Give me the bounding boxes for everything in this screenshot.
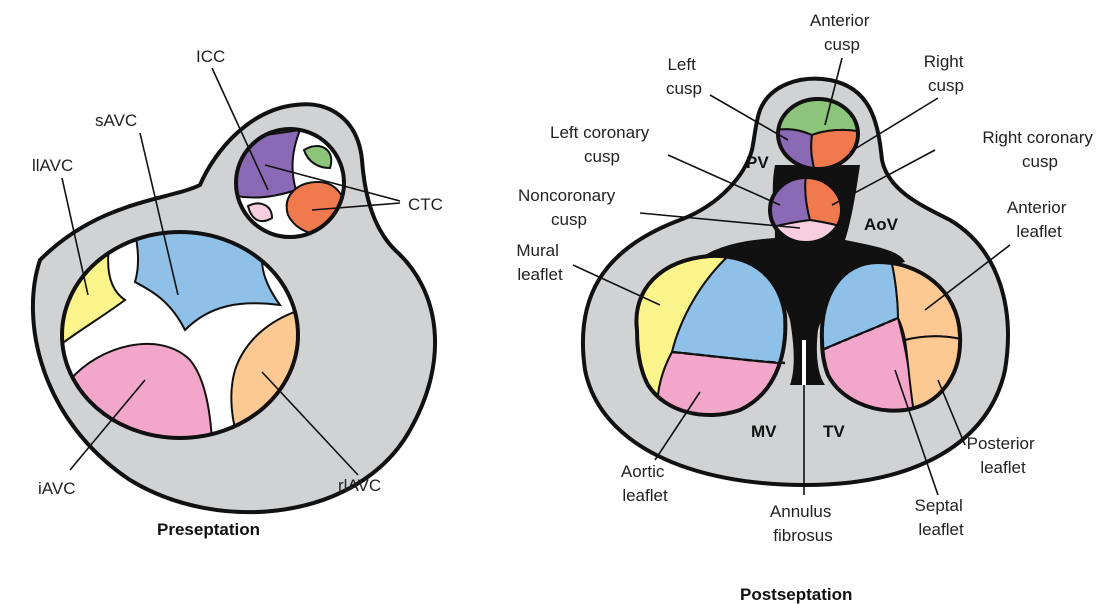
annulus-fibrosus-label: Annulus fibrosus xyxy=(770,502,836,545)
left-cusp-label: Left cusp xyxy=(666,55,702,98)
rlavc-label: rlAVC xyxy=(338,476,381,495)
aov-label: AoV xyxy=(864,215,899,234)
mv-label: MV xyxy=(751,422,777,441)
preseptation-figure: ICC sAVC llAVC CTC iAVC rlAVC Preseptati… xyxy=(32,47,443,539)
llavc-label: llAVC xyxy=(32,156,73,175)
ctc-label: CTC xyxy=(408,195,443,214)
iavc-label: iAVC xyxy=(38,479,75,498)
icc-label: ICC xyxy=(196,47,225,66)
pv-label: PV xyxy=(746,153,769,172)
mural-leaflet-label: Mural leaflet xyxy=(516,241,563,284)
postseptation-title: Postseptation xyxy=(740,585,852,604)
septal-leaflet-label: Septal leaflet xyxy=(915,496,968,539)
noncoronary-cusp-label: Noncoronary cusp xyxy=(518,186,620,229)
preseptation-title: Preseptation xyxy=(157,520,260,539)
anterior-leaflet-label: Anterior leaflet xyxy=(1007,198,1071,241)
savc-label: sAVC xyxy=(95,111,137,130)
aortic-leaflet-label: Aortic leaflet xyxy=(621,462,669,505)
anterior-cusp-label: Anterior cusp xyxy=(810,11,874,54)
postseptation-figure: PV AoV MV TV Anterior cusp Right cusp Le… xyxy=(516,11,1097,604)
tv-label: TV xyxy=(823,422,845,441)
right-coronary-cusp-label: Right coronary cusp xyxy=(982,128,1097,171)
icc-valve xyxy=(232,129,346,237)
posterior-leaflet-label: Posterior leaflet xyxy=(967,434,1040,477)
left-coronary-cusp-label: Left coronary cusp xyxy=(550,123,654,166)
av-canal xyxy=(60,232,300,440)
right-cusp-label: Right cusp xyxy=(924,52,968,95)
